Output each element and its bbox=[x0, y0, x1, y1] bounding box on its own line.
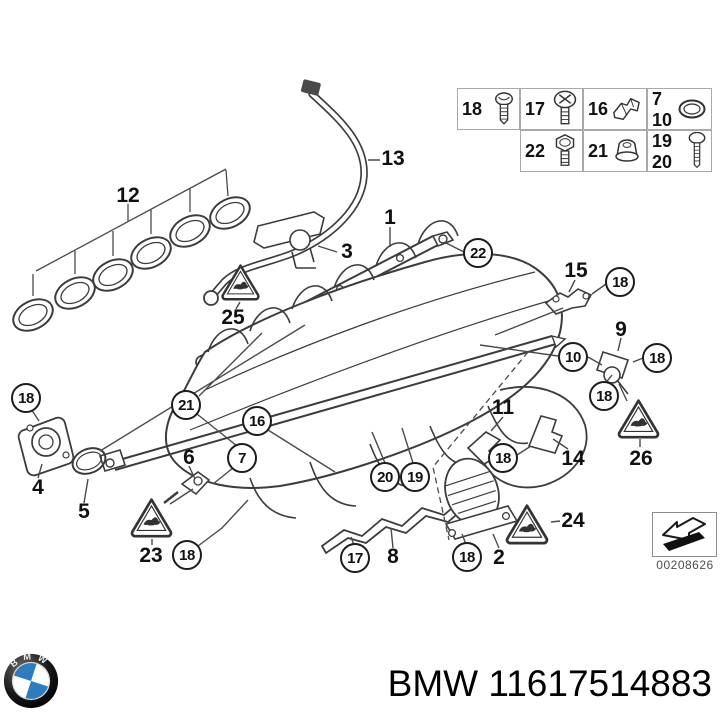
callout-16: 16 bbox=[242, 406, 272, 436]
callout-18-throttle: 18 bbox=[11, 383, 41, 413]
callout-9: 9 bbox=[615, 318, 627, 341]
legend-number: 22 bbox=[525, 141, 546, 161]
make-text: BMW bbox=[387, 663, 479, 704]
legend-number: 17 bbox=[525, 99, 546, 119]
callout-18-sensor9-bolt: 18 bbox=[589, 381, 619, 411]
callout-19: 19 bbox=[400, 462, 430, 492]
callout-17: 17 bbox=[340, 543, 370, 573]
changeover-valve bbox=[444, 457, 519, 540]
callout-14: 14 bbox=[561, 447, 585, 470]
callout-10: 10 bbox=[558, 342, 588, 372]
bmw-logo: BMW bbox=[3, 651, 59, 714]
legend-cell-17: 17 bbox=[520, 88, 583, 130]
vent-hose bbox=[203, 79, 368, 306]
callout-24: 24 bbox=[561, 509, 585, 532]
callout-8: 8 bbox=[387, 545, 399, 568]
stamp-code: 00208626 bbox=[656, 558, 714, 572]
callout-13: 13 bbox=[381, 147, 405, 170]
legend-cell-16: 16 bbox=[583, 88, 647, 130]
page-corner-arrow-icon bbox=[662, 517, 706, 551]
o-ring-icon bbox=[678, 99, 706, 119]
legend-cell-19-20: 19 20 bbox=[647, 130, 712, 172]
legend-number: 21 bbox=[588, 141, 609, 161]
legend-number: 7 bbox=[652, 88, 663, 109]
gasket-bracket-lines bbox=[32, 168, 229, 296]
legend-cell-18: 18 bbox=[457, 88, 520, 130]
top-valve-part bbox=[253, 211, 325, 269]
callout-22: 22 bbox=[463, 238, 493, 268]
pan-head-screw-long-icon bbox=[688, 132, 706, 169]
callout-20: 20 bbox=[370, 462, 400, 492]
callout-7: 7 bbox=[227, 443, 257, 473]
callout-3: 3 bbox=[341, 240, 353, 263]
legend-number: 18 bbox=[462, 99, 483, 119]
sensor-6 bbox=[163, 471, 211, 504]
flange-nut-icon bbox=[615, 139, 639, 162]
manifold-plenum bbox=[164, 220, 588, 489]
callout-26: 26 bbox=[629, 447, 653, 470]
legend-number: 16 bbox=[588, 99, 609, 119]
callout-12: 12 bbox=[116, 184, 140, 207]
callout-23: 23 bbox=[139, 544, 163, 567]
part-number-title: BMW 11617514883 bbox=[388, 663, 712, 705]
callout-25: 25 bbox=[221, 306, 245, 329]
legend-number: 19 bbox=[652, 130, 673, 151]
hex-bolt-icon bbox=[555, 134, 575, 166]
warning-triangle-icon bbox=[130, 498, 173, 538]
retaining-clip-icon bbox=[613, 97, 640, 121]
callout-1: 1 bbox=[384, 206, 396, 229]
callout-21: 21 bbox=[171, 390, 201, 420]
pan-head-screw-icon bbox=[495, 92, 513, 125]
part-number-text: 11617514883 bbox=[488, 663, 712, 704]
support-bracket-14 bbox=[527, 415, 564, 454]
callout-18-valve2: 18 bbox=[452, 542, 482, 572]
stamp-box bbox=[652, 512, 717, 557]
support-bracket-15 bbox=[544, 288, 593, 315]
legend-cell-22: 22 bbox=[520, 130, 583, 172]
callout-18-bracket14: 18 bbox=[488, 443, 518, 473]
callout-11: 11 bbox=[491, 396, 515, 419]
legend-number: 10 bbox=[652, 109, 673, 130]
callout-6: 6 bbox=[183, 446, 195, 469]
throttle-o-ring bbox=[71, 447, 107, 475]
callout-15: 15 bbox=[564, 259, 588, 282]
callout-5: 5 bbox=[78, 500, 90, 523]
callout-18-sensor9: 18 bbox=[642, 343, 672, 373]
legend-number: 20 bbox=[652, 151, 673, 172]
phillips-screw-icon bbox=[553, 90, 577, 125]
gasket-set bbox=[12, 196, 251, 332]
throttle-flange bbox=[17, 416, 75, 477]
manifold-lower-rail bbox=[98, 335, 567, 472]
callout-4: 4 bbox=[32, 476, 44, 499]
legend-cell-7-10: 7 10 bbox=[647, 88, 712, 130]
warning-triangle-icon bbox=[505, 504, 549, 545]
leader-lines bbox=[30, 159, 644, 549]
callout-18-sensor6: 18 bbox=[172, 540, 202, 570]
roundel-quadrants bbox=[13, 663, 49, 699]
legend-cell-21: 21 bbox=[583, 130, 647, 172]
warning-triangle-icon bbox=[617, 399, 660, 439]
callout-2: 2 bbox=[493, 546, 505, 569]
callout-18-bracket15: 18 bbox=[605, 267, 635, 297]
